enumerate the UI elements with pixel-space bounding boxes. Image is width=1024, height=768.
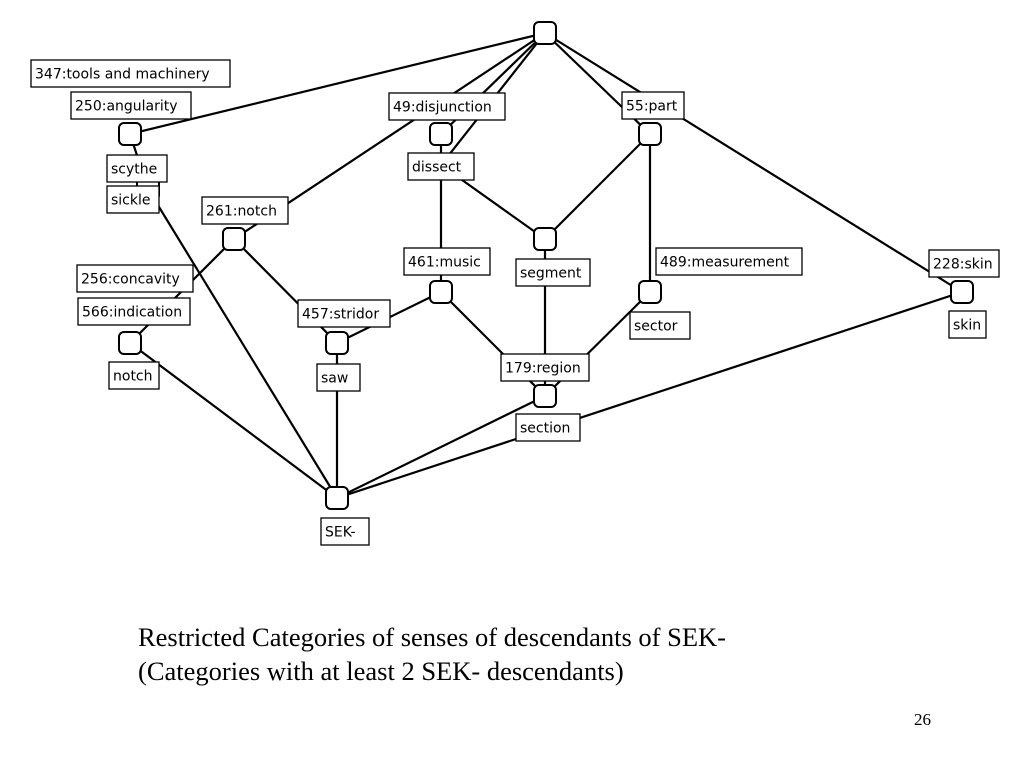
node-label-dissect-0: dissect	[407, 152, 475, 181]
node-n250[interactable]	[118, 122, 142, 146]
label-text: 179:region	[505, 361, 581, 377]
slide-caption: Restricted Categories of senses of desce…	[138, 620, 726, 688]
label-text: 347:tools and machinery	[35, 67, 210, 83]
node-label-segment-0: segment	[515, 258, 591, 287]
edge-scythe-sek	[147, 188, 338, 499]
node-label-notch-2: notch	[108, 361, 160, 390]
label-text: SEK-	[325, 525, 356, 541]
node-sek[interactable]	[325, 486, 349, 510]
label-box	[515, 413, 581, 442]
label-box	[106, 185, 160, 214]
label-text: segment	[520, 266, 582, 282]
label-text: notch	[113, 369, 153, 385]
edge-section-sek	[336, 395, 546, 499]
node-label-sek-0: SEK-	[320, 517, 370, 546]
node-label-n228-1: skin	[948, 310, 987, 339]
node-label-n461-0: 461:music	[403, 247, 491, 276]
label-text: sickle	[111, 193, 151, 209]
label-box	[77, 297, 191, 326]
label-box	[106, 154, 168, 183]
label-box	[948, 310, 987, 339]
node-section[interactable]	[533, 384, 557, 408]
edge-top-n250	[129, 31, 546, 136]
label-box	[108, 361, 160, 390]
node-label-n228-0: 228:skin	[928, 249, 1000, 278]
edge-top-n228	[544, 32, 963, 293]
label-text: 261:notch	[206, 204, 277, 220]
label-box	[201, 196, 289, 225]
label-text: 228:skin	[933, 257, 993, 273]
label-box	[500, 353, 590, 382]
edge-n228-sek	[336, 290, 963, 500]
label-box	[621, 91, 685, 120]
label-box	[655, 247, 803, 276]
label-box	[928, 249, 1000, 278]
label-box	[407, 152, 475, 181]
node-label-n49-0: 49:disjunction	[388, 92, 506, 121]
label-box	[70, 91, 192, 120]
label-text: saw	[321, 371, 348, 387]
node-n489[interactable]	[638, 280, 662, 304]
label-box	[320, 517, 370, 546]
label-text: dissect	[412, 160, 462, 176]
node-n55[interactable]	[638, 122, 662, 146]
label-text: 566:indication	[82, 305, 182, 321]
node-n49[interactable]	[429, 122, 453, 146]
label-text: skin	[953, 318, 981, 334]
label-box	[388, 92, 506, 121]
label-box	[515, 258, 591, 287]
node-label-n261-0: 261:notch	[201, 196, 289, 225]
node-segment[interactable]	[533, 227, 557, 251]
node-label-notch-1: 566:indication	[77, 297, 191, 326]
node-label-n55-0: 55:part	[621, 91, 685, 120]
node-label-n489-1: sector	[629, 311, 691, 340]
node-saw[interactable]	[325, 331, 349, 355]
label-text: 49:disjunction	[393, 100, 492, 116]
node-label-scythe-0: scythe	[106, 154, 168, 183]
label-text: 461:music	[408, 255, 481, 271]
label-box	[316, 363, 361, 392]
node-label-n250-1: 250:angularity	[70, 91, 192, 120]
label-box	[403, 247, 491, 276]
node-n228[interactable]	[950, 280, 974, 304]
label-text: 250:angularity	[75, 99, 178, 115]
label-text: sector	[634, 319, 678, 335]
node-top[interactable]	[533, 21, 557, 45]
node-label-n489-0: 489:measurement	[655, 247, 803, 276]
node-label-saw-0: 457:stridor	[297, 299, 391, 328]
label-box	[297, 299, 391, 328]
page-number: 26	[914, 710, 931, 729]
node-label-section-1: section	[515, 413, 581, 442]
node-notch[interactable]	[118, 331, 142, 355]
label-text: scythe	[111, 162, 157, 178]
node-n461[interactable]	[429, 280, 453, 304]
label-text: 256:concavity	[81, 272, 180, 288]
edge-notch-sek	[129, 342, 338, 499]
caption-line-1: Restricted Categories of senses of desce…	[138, 622, 726, 652]
node-label-notch-0: 256:concavity	[76, 264, 194, 293]
label-text: section	[520, 421, 570, 437]
node-label-n250-0: 347:tools and machinery	[30, 59, 231, 88]
label-text: 457:stridor	[302, 307, 379, 323]
node-n261[interactable]	[222, 227, 246, 251]
label-box	[629, 311, 691, 340]
caption-line-2: (Categories with at least 2 SEK- descend…	[138, 656, 624, 686]
edge-n55-segment	[544, 133, 651, 240]
node-label-section-0: 179:region	[500, 353, 590, 382]
label-box	[30, 59, 231, 88]
lattice-labels: 347:tools and machinery 250:angularity 49:…	[30, 59, 1000, 546]
node-label-scythe-1: sickle	[106, 185, 160, 214]
concept-lattice-diagram: 347:tools and machinery 250:angularity 49:…	[30, 21, 1000, 546]
label-text: 55:part	[626, 99, 678, 115]
node-label-saw-1: saw	[316, 363, 361, 392]
label-box	[76, 264, 194, 293]
label-text: 489:measurement	[660, 255, 790, 271]
